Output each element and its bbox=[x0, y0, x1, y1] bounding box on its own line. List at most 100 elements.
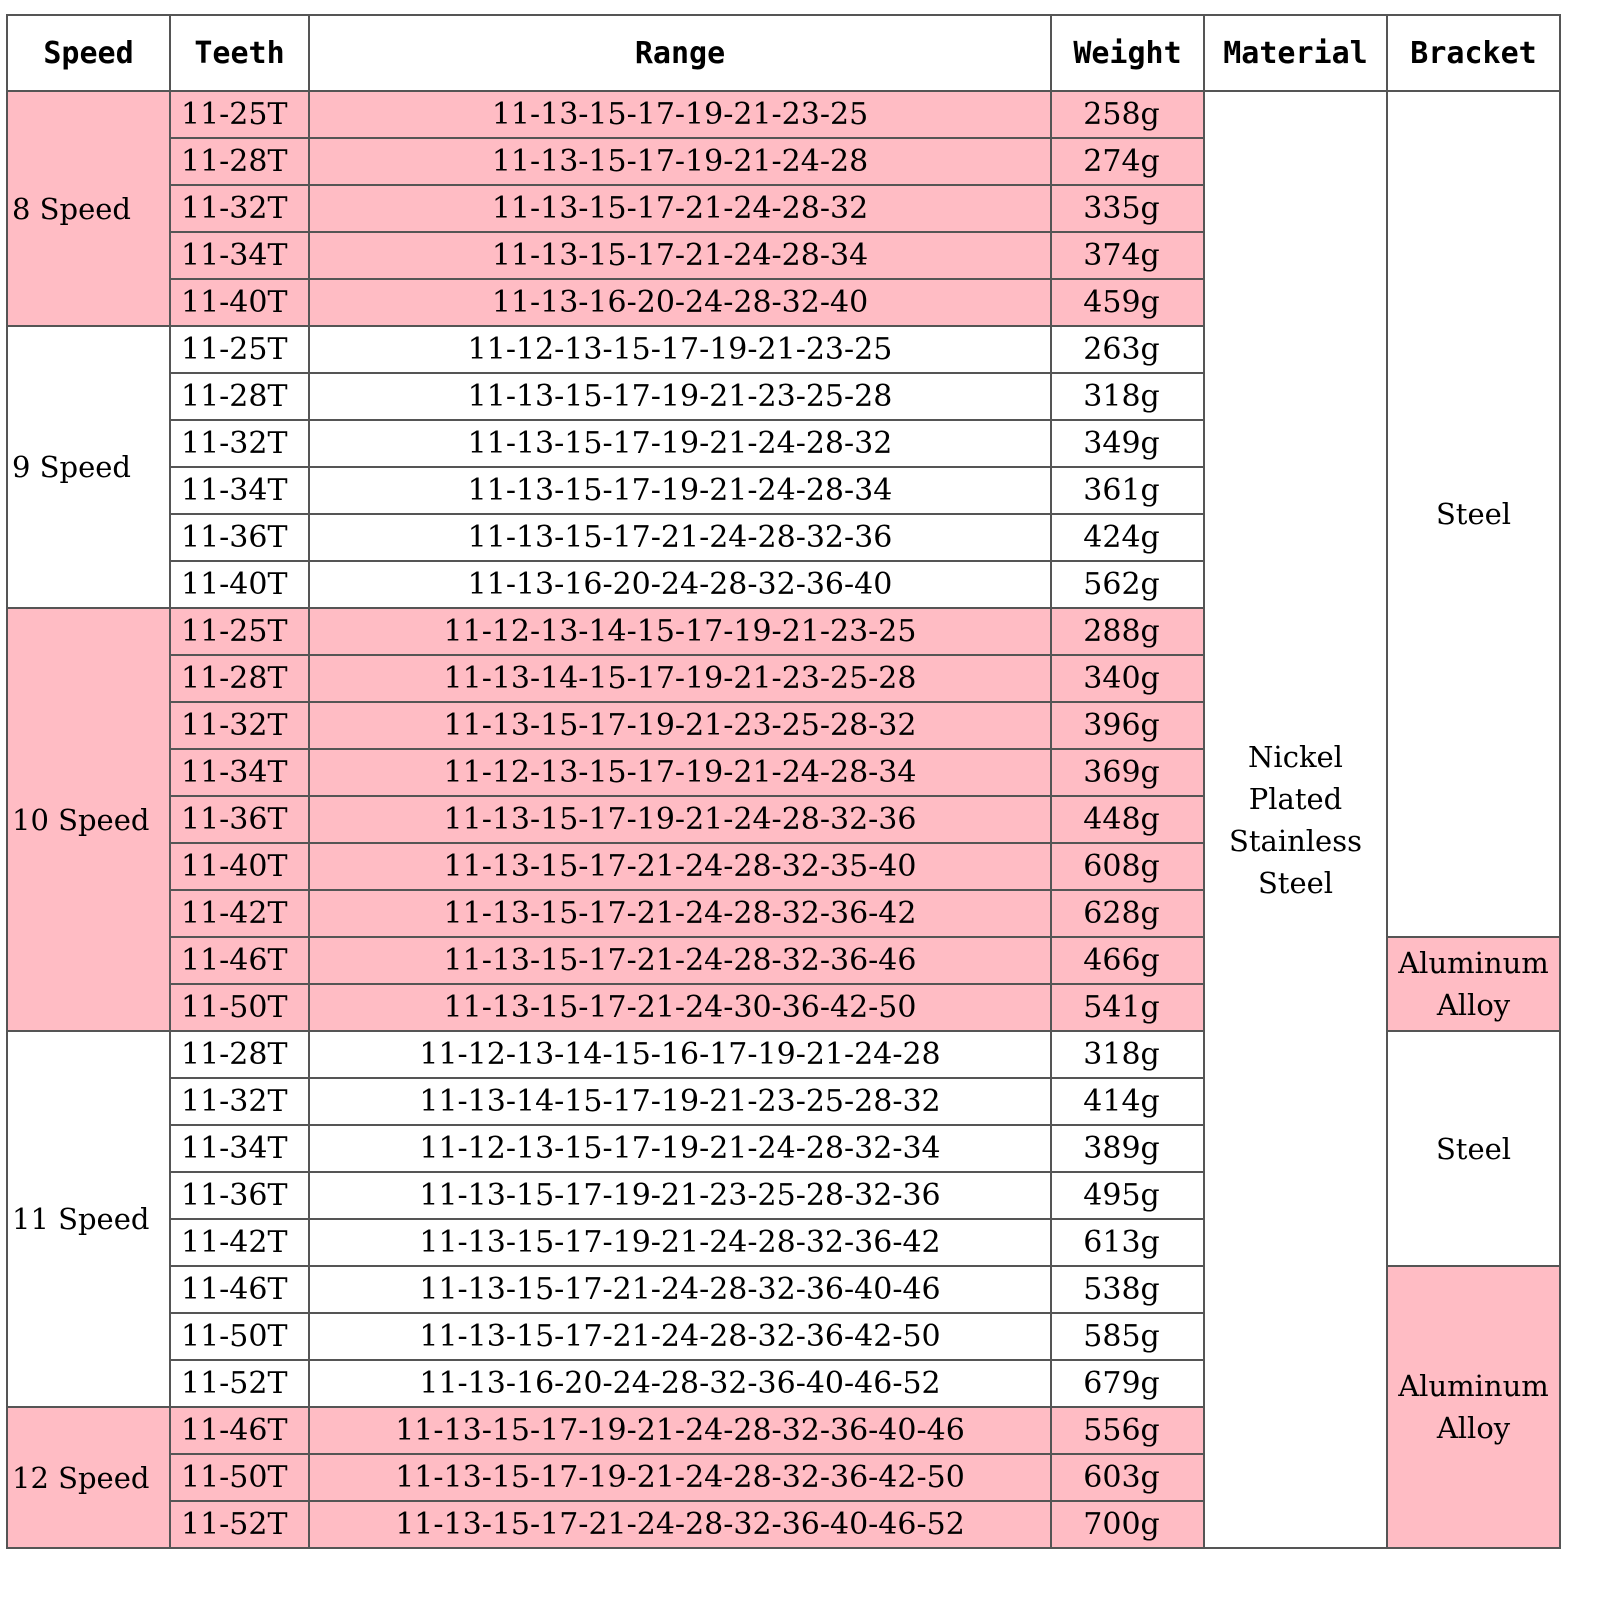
bracket-cell: Steel bbox=[1386, 90, 1561, 938]
weight-cell: 369g bbox=[1050, 748, 1205, 797]
range-cell: 11-13-15-17-19-21-23-25-28-32-36 bbox=[308, 1171, 1052, 1220]
range-cell: 11-13-15-17-19-21-24-28-32-36-42-50 bbox=[308, 1453, 1052, 1502]
range-cell: 11-12-13-15-17-19-21-23-25 bbox=[308, 325, 1052, 374]
teeth-cell: 11-25T bbox=[169, 607, 310, 656]
range-cell: 11-13-15-17-21-24-28-32-36 bbox=[308, 513, 1052, 562]
speed-group-cell: 11 Speed bbox=[6, 1030, 171, 1408]
weight-cell: 608g bbox=[1050, 842, 1205, 891]
range-cell: 11-13-15-17-21-24-30-36-42-50 bbox=[308, 983, 1052, 1032]
bracket-cell: Steel bbox=[1386, 1030, 1561, 1267]
weight-cell: 700g bbox=[1050, 1500, 1205, 1549]
weight-cell: 448g bbox=[1050, 795, 1205, 844]
weight-cell: 679g bbox=[1050, 1359, 1205, 1408]
teeth-cell: 11-32T bbox=[169, 701, 310, 750]
spec-table-container: Speed Teeth Range Weight Material Bracke… bbox=[6, 14, 1561, 1549]
header-row: Speed Teeth Range Weight Material Bracke… bbox=[6, 14, 1561, 92]
teeth-cell: 11-46T bbox=[169, 1265, 310, 1314]
teeth-cell: 11-52T bbox=[169, 1359, 310, 1408]
range-cell: 11-12-13-14-15-16-17-19-21-24-28 bbox=[308, 1030, 1052, 1079]
teeth-cell: 11-50T bbox=[169, 983, 310, 1032]
teeth-cell: 11-28T bbox=[169, 1030, 310, 1079]
weight-cell: 556g bbox=[1050, 1406, 1205, 1455]
teeth-cell: 11-36T bbox=[169, 513, 310, 562]
range-cell: 11-13-15-17-19-21-24-28 bbox=[308, 137, 1052, 186]
range-cell: 11-13-16-20-24-28-32-36-40-46-52 bbox=[308, 1359, 1052, 1408]
weight-cell: 562g bbox=[1050, 560, 1205, 609]
bracket-cell: Aluminum Alloy bbox=[1386, 936, 1561, 1032]
weight-cell: 396g bbox=[1050, 701, 1205, 750]
range-cell: 11-13-15-17-19-21-24-28-32-36-40-46 bbox=[308, 1406, 1052, 1455]
weight-cell: 263g bbox=[1050, 325, 1205, 374]
range-cell: 11-13-15-17-21-24-28-32-36-42 bbox=[308, 889, 1052, 938]
teeth-cell: 11-46T bbox=[169, 1406, 310, 1455]
teeth-cell: 11-46T bbox=[169, 936, 310, 985]
range-cell: 11-13-15-17-19-21-24-28-32 bbox=[308, 419, 1052, 468]
header-weight: Weight bbox=[1050, 14, 1205, 92]
teeth-cell: 11-34T bbox=[169, 748, 310, 797]
range-cell: 11-13-15-17-19-21-24-28-32-36 bbox=[308, 795, 1052, 844]
teeth-cell: 11-34T bbox=[169, 466, 310, 515]
teeth-cell: 11-42T bbox=[169, 889, 310, 938]
weight-cell: 466g bbox=[1050, 936, 1205, 985]
teeth-cell: 11-40T bbox=[169, 278, 310, 327]
weight-cell: 424g bbox=[1050, 513, 1205, 562]
header-material: Material bbox=[1203, 14, 1388, 92]
range-cell: 11-13-14-15-17-19-21-23-25-28 bbox=[308, 654, 1052, 703]
range-cell: 11-13-15-17-19-21-24-28-32-36-42 bbox=[308, 1218, 1052, 1267]
weight-cell: 603g bbox=[1050, 1453, 1205, 1502]
weight-cell: 585g bbox=[1050, 1312, 1205, 1361]
range-cell: 11-12-13-14-15-17-19-21-23-25 bbox=[308, 607, 1052, 656]
range-cell: 11-13-15-17-21-24-28-32-36-40-46-52 bbox=[308, 1500, 1052, 1549]
speed-group-cell: 12 Speed bbox=[6, 1406, 171, 1549]
teeth-cell: 11-32T bbox=[169, 184, 310, 233]
teeth-cell: 11-32T bbox=[169, 419, 310, 468]
range-cell: 11-12-13-15-17-19-21-24-28-34 bbox=[308, 748, 1052, 797]
range-cell: 11-13-15-17-21-24-28-32-35-40 bbox=[308, 842, 1052, 891]
weight-cell: 374g bbox=[1050, 231, 1205, 280]
range-cell: 11-13-15-17-21-24-28-32 bbox=[308, 184, 1052, 233]
teeth-cell: 11-34T bbox=[169, 231, 310, 280]
speed-group-cell: 9 Speed bbox=[6, 325, 171, 609]
teeth-cell: 11-25T bbox=[169, 325, 310, 374]
teeth-cell: 11-40T bbox=[169, 560, 310, 609]
teeth-cell: 11-42T bbox=[169, 1218, 310, 1267]
weight-cell: 389g bbox=[1050, 1124, 1205, 1173]
teeth-cell: 11-50T bbox=[169, 1453, 310, 1502]
weight-cell: 538g bbox=[1050, 1265, 1205, 1314]
teeth-cell: 11-28T bbox=[169, 137, 310, 186]
range-cell: 11-13-16-20-24-28-32-36-40 bbox=[308, 560, 1052, 609]
weight-cell: 349g bbox=[1050, 419, 1205, 468]
teeth-cell: 11-25T bbox=[169, 90, 310, 139]
range-cell: 11-13-15-17-19-21-24-28-34 bbox=[308, 466, 1052, 515]
teeth-cell: 11-36T bbox=[169, 1171, 310, 1220]
range-cell: 11-13-15-17-19-21-23-25-28 bbox=[308, 372, 1052, 421]
cassette-spec-table: Speed Teeth Range Weight Material Bracke… bbox=[6, 14, 1561, 1549]
header-range: Range bbox=[308, 14, 1052, 92]
range-cell: 11-13-15-17-21-24-28-34 bbox=[308, 231, 1052, 280]
teeth-cell: 11-32T bbox=[169, 1077, 310, 1126]
weight-cell: 613g bbox=[1050, 1218, 1205, 1267]
weight-cell: 459g bbox=[1050, 278, 1205, 327]
